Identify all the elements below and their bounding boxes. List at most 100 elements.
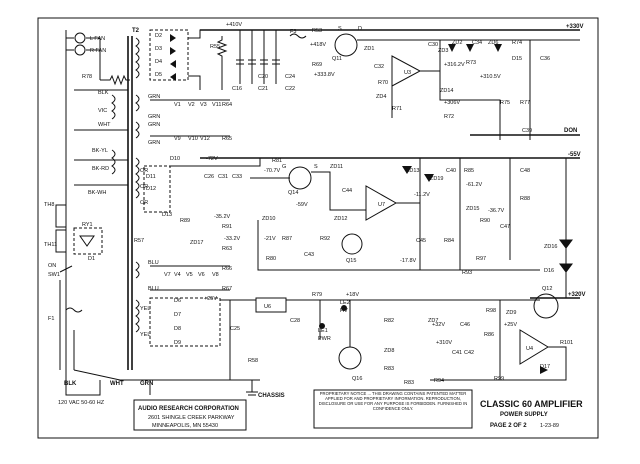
label-d11: D11 [146, 174, 156, 180]
label-zd16: ZD16 [544, 244, 557, 250]
drawing-date: 1-23-89 [540, 423, 559, 429]
label-lfan: L FAN [90, 36, 105, 42]
label-d13: D13 [162, 212, 172, 218]
thermistor-th11 [55, 229, 67, 253]
label-c48: C48 [520, 168, 530, 174]
label-d10: D10 [170, 156, 180, 162]
label-v25: +25V [204, 296, 217, 302]
label-c25: C25 [230, 326, 240, 332]
label-q11: Q11 [332, 56, 342, 62]
label-c41: C41 [452, 350, 462, 356]
label-r86: R86 [484, 332, 494, 338]
label-r73: R73 [466, 60, 476, 66]
label-c26: C26 [204, 174, 214, 180]
fan-left-icon [74, 32, 86, 44]
label-zd2: ZD2 [452, 40, 462, 46]
label-yel-2: YEL [140, 332, 150, 338]
label-vac: 120 VAC 50-60 HZ [58, 400, 105, 406]
mosfet-q14 [288, 166, 312, 190]
label-r80: R80 [266, 256, 276, 262]
label-zd4: ZD4 [376, 94, 386, 100]
label-r63: R63 [222, 246, 232, 252]
label-r75: R75 [500, 100, 510, 106]
label-v25b: +25V [504, 322, 517, 328]
label-d6: D6 [174, 298, 181, 304]
label-v178: -17.8V [400, 258, 417, 264]
label-c24: C24 [285, 74, 295, 80]
label-grn-4: GRN [148, 140, 160, 146]
label-c40: C40 [446, 168, 456, 174]
label-zd12: ZD12 [334, 216, 347, 222]
label-pin-g-q14: G [282, 164, 286, 170]
drawing-page: PAGE 2 OF 2 [490, 423, 527, 429]
label-c28: C28 [290, 318, 300, 324]
label-r57b: R58 [248, 358, 258, 364]
label-v3338: +333.8V [314, 72, 335, 78]
rail-plus330: +330V [566, 24, 584, 30]
label-d16: D16 [544, 268, 554, 274]
label-r87: R87 [282, 236, 292, 242]
label-r83: R83 [384, 366, 394, 372]
label-hv: HV [340, 308, 348, 314]
label-or-1: OR [140, 168, 148, 174]
label-r101: R101 [560, 340, 573, 346]
label-v9: V9 [174, 136, 181, 142]
label-d15: D15 [512, 56, 522, 62]
label-rfan: R FAN [90, 48, 106, 54]
label-c46: C46 [460, 322, 470, 328]
label-bkwh: BK-WH [88, 190, 106, 196]
rail-minus55: -55V [568, 152, 581, 158]
label-v72: -72V [206, 156, 218, 162]
label-r92: R92 [320, 236, 330, 242]
label-r71: R71 [392, 106, 402, 112]
regulator-u6 [255, 297, 287, 313]
label-v367: -36.7V [488, 208, 505, 214]
opamp-u7 [365, 185, 398, 221]
label-r66: R66 [222, 266, 232, 272]
label-c31: C31 [218, 174, 228, 180]
label-pin-d-q11: D [358, 26, 362, 32]
relay-ry1 [73, 227, 103, 255]
rail-plus320: +320V [568, 292, 586, 298]
label-wht-plug: WHT [110, 381, 124, 387]
label-blk-primary: BLK [98, 90, 109, 96]
led-le2-icon [341, 305, 347, 311]
label-d7: D7 [174, 312, 181, 318]
label-zd11: ZD11 [330, 164, 343, 170]
label-c39: C39 [522, 128, 532, 134]
label-th11: TH11 [44, 242, 57, 248]
label-d3: D3 [155, 46, 162, 52]
label-chassis: CHASSIS [258, 393, 285, 399]
label-q12: Q12 [542, 286, 552, 292]
company-address-1: 2601 SHINGLE CREEK PARKWAY [148, 415, 235, 421]
label-c47: C47 [500, 224, 510, 230]
label-v332: -33.2V [224, 236, 241, 242]
label-zd10: ZD10 [262, 216, 275, 222]
label-c22: C22 [285, 86, 295, 92]
label-c42: C42 [464, 350, 474, 356]
bias-supply: D10 D11 D12 D13 -72V C26 C31 C33 R89 -35… [134, 156, 540, 276]
label-grn-3: GRN [148, 122, 160, 128]
label-v21: -21V [264, 236, 276, 242]
label-d9: D9 [174, 340, 181, 346]
label-r81: R81 [272, 158, 282, 164]
company-address-2: MINNEAPOLIS, MN 55430 [152, 423, 218, 429]
supply-rails: +330V DON -55V +320V [200, 24, 586, 299]
label-v59: -59V [296, 202, 308, 208]
mosfet-q12 [533, 293, 559, 319]
label-q14: Q14 [288, 190, 298, 196]
label-v4: V4 [174, 272, 181, 278]
label-d1: D1 [88, 256, 95, 262]
label-zd8: ZD8 [384, 348, 394, 354]
label-d5: D5 [155, 72, 162, 78]
label-zd9: ZD9 [506, 310, 516, 316]
label-ry1: RY1 [82, 222, 93, 228]
label-th8: TH8 [44, 202, 54, 208]
label-v10: V10 [188, 136, 198, 142]
label-v306: +306V [444, 100, 460, 106]
label-c21: C21 [258, 86, 268, 92]
label-wht-primary: WHT [98, 122, 111, 128]
label-blu-2: BLU [148, 286, 159, 292]
fuse-f1 [65, 307, 83, 313]
